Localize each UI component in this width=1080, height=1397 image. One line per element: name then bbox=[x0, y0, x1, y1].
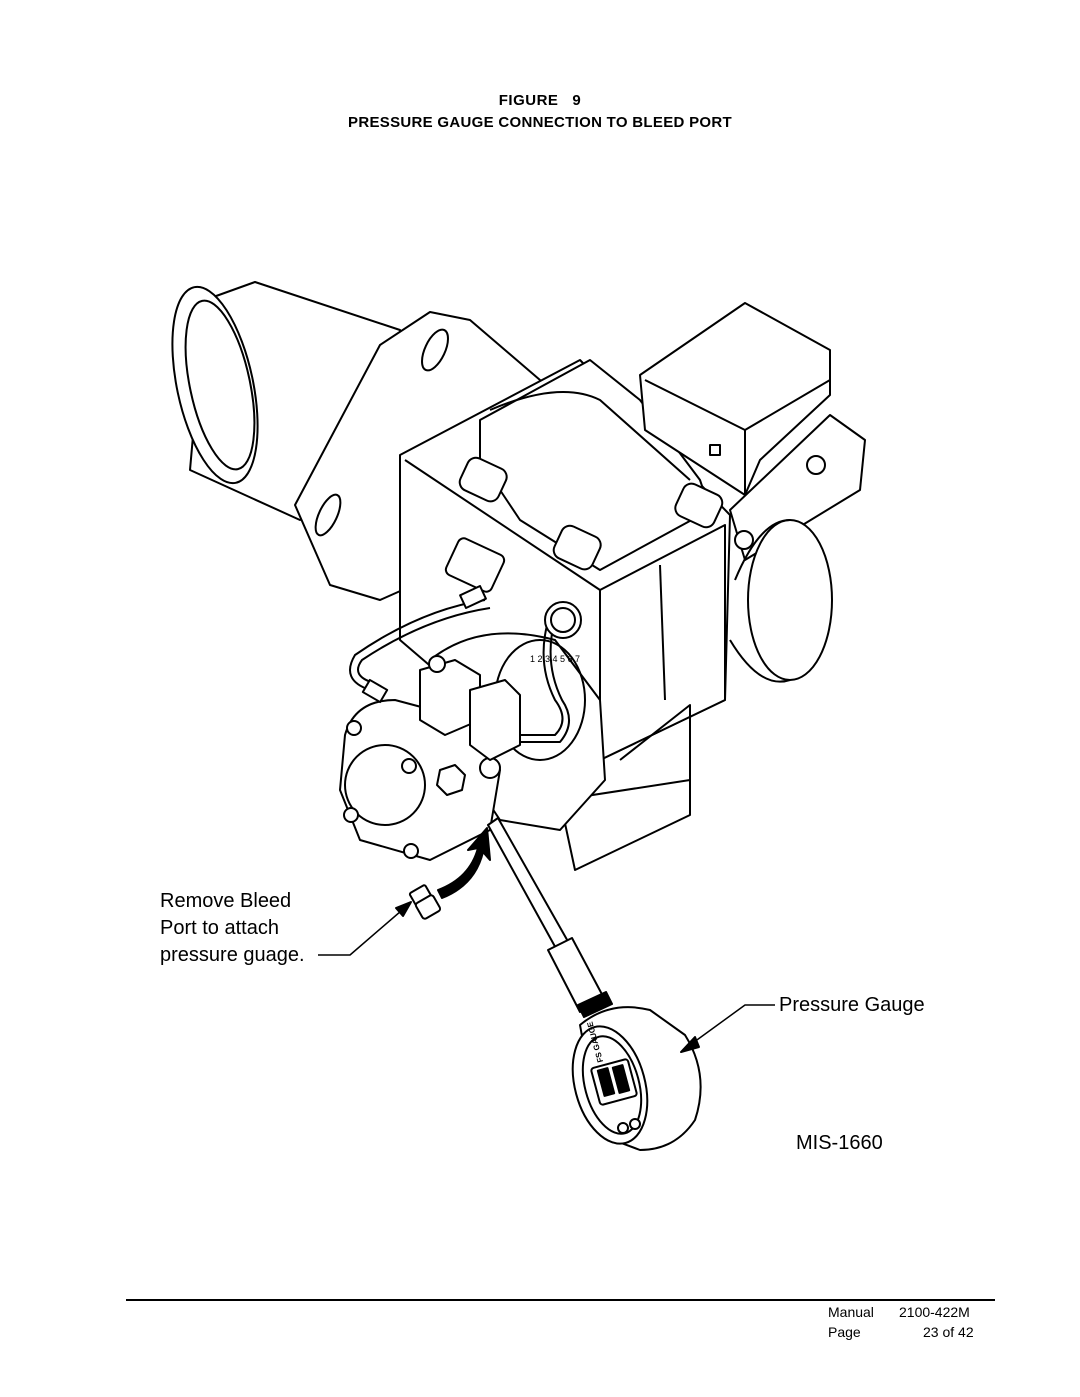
gauge-leader bbox=[690, 1005, 775, 1045]
bleed-callout-line-1: Remove Bleed bbox=[160, 890, 292, 912]
side-bracket bbox=[730, 415, 865, 560]
bleed-callout-line-2: Port to attach bbox=[160, 917, 279, 939]
base-skirt bbox=[560, 705, 690, 870]
ignition-transformer bbox=[640, 303, 830, 495]
fuel-pump bbox=[340, 700, 500, 860]
gauge-leader-arrowhead bbox=[681, 1037, 699, 1052]
drawing-id: MIS-1660 bbox=[796, 1132, 883, 1154]
solenoid-valve bbox=[420, 656, 520, 760]
bleed-leader-arrowhead bbox=[396, 902, 411, 916]
pressure-gauge-drawing: FS GAUGE bbox=[561, 1007, 701, 1152]
blower-wheel bbox=[730, 520, 832, 682]
footer-manual-number: 2100-422M bbox=[899, 1304, 970, 1320]
footer-rule bbox=[126, 1299, 995, 1301]
gauge-hose bbox=[488, 818, 612, 1017]
svg-text:1 2 3 4 5 6 7: 1 2 3 4 5 6 7 bbox=[530, 654, 580, 664]
footer-page-number: 23 of 42 bbox=[923, 1324, 974, 1340]
bleed-port-fitting-icon bbox=[409, 885, 441, 920]
bleed-callout-line-3: pressure guage. bbox=[160, 944, 305, 966]
oil-line bbox=[350, 586, 581, 742]
figure-number: FIGURE 9 bbox=[498, 92, 582, 109]
footer-manual-label: Manual bbox=[828, 1304, 874, 1320]
footer-page-label: Page bbox=[828, 1324, 861, 1340]
pressure-gauge-callout: Pressure Gauge bbox=[779, 994, 925, 1016]
top-cover bbox=[457, 360, 725, 572]
bleed-leader bbox=[318, 905, 408, 955]
bleed-port-callout: Remove Bleed Port to attach pressure gua… bbox=[160, 888, 305, 969]
arrow-icon bbox=[438, 828, 490, 898]
figure-title: PRESSURE GAUGE CONNECTION TO BLEED PORT bbox=[348, 114, 732, 131]
